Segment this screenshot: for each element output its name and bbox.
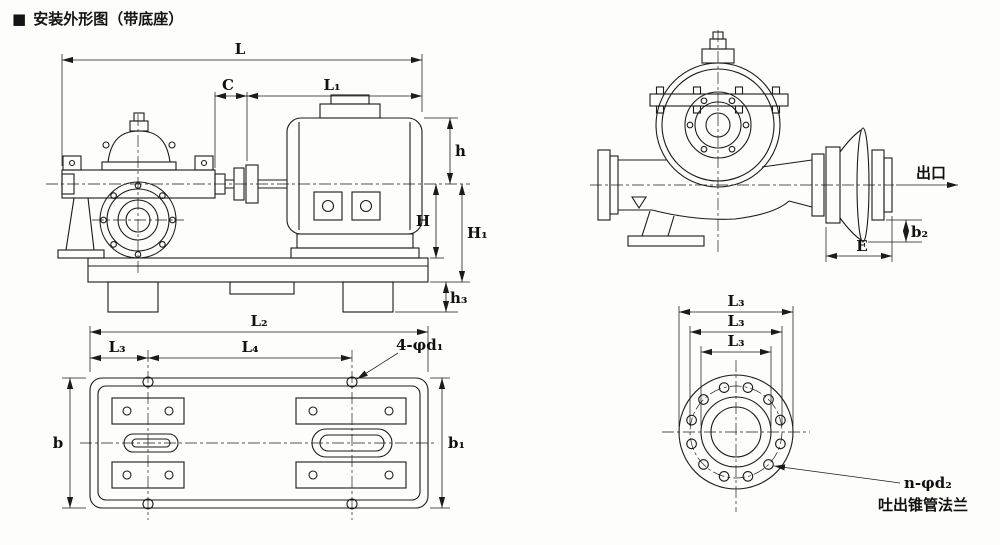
title-bullet-icon: ■ bbox=[12, 9, 27, 28]
dim-label-C: C bbox=[222, 76, 234, 94]
flange-bore bbox=[710, 406, 762, 458]
motor-mounting-pads bbox=[295, 397, 407, 489]
drawing-title: ■ 安装外形图（带底座） bbox=[12, 8, 183, 29]
anchor-hole bbox=[142, 498, 154, 510]
bolt-holes-leader bbox=[773, 464, 901, 484]
flange-view: L₃ L₃ L₃ n-φd₂ 吐出锥管法兰 bbox=[662, 292, 968, 514]
terminal-box bbox=[319, 103, 381, 119]
flange-dimensions: L₃ L₃ L₃ n-φd₂ 吐出锥管法兰 bbox=[678, 292, 968, 514]
dim-label-b1: b₁ bbox=[448, 434, 465, 452]
pump-casing-end bbox=[649, 31, 789, 188]
split-casing-flange bbox=[649, 93, 789, 107]
dim-label-L2: L₂ bbox=[250, 312, 267, 330]
plan-view: L₂ L₃ L₄ 4-φd₁ b b₁ bbox=[53, 312, 465, 520]
dim-label-E: E bbox=[856, 237, 867, 255]
support-foot bbox=[627, 196, 705, 247]
flange-caption: 吐出锥管法兰 bbox=[878, 496, 968, 514]
anchor-hole bbox=[346, 498, 358, 510]
anchor-hole bbox=[346, 376, 358, 388]
anchor-hole bbox=[142, 376, 154, 388]
dim-label-L4: L₄ bbox=[241, 338, 259, 356]
title-text: 安装外形图（带底座） bbox=[33, 10, 184, 28]
end-view-dimensions: 出口 b₂ E bbox=[825, 164, 958, 262]
dim-label-b: b bbox=[53, 434, 64, 452]
base-slots bbox=[123, 428, 393, 458]
motor-side bbox=[286, 94, 423, 259]
side-view-dimensions: L C L₁ h H H₁ h₃ bbox=[61, 40, 488, 313]
suction-pipe bbox=[597, 149, 790, 221]
suction-flange-bolts bbox=[100, 182, 176, 258]
dim-label-h: h bbox=[455, 142, 466, 160]
pump-side bbox=[57, 112, 226, 259]
side-view: L C L₁ h H H₁ h₃ bbox=[46, 40, 488, 313]
dim-label-H1: H₁ bbox=[467, 224, 488, 242]
dim-label-L: L bbox=[235, 40, 246, 58]
dim-label-b2: b₂ bbox=[911, 223, 928, 241]
level-mark bbox=[630, 196, 648, 210]
end-view: 出口 b₂ E bbox=[590, 30, 958, 262]
cone-bell-rim bbox=[856, 127, 870, 243]
valve-dome bbox=[107, 130, 171, 163]
dim-label-L1: L₁ bbox=[323, 76, 340, 94]
dim-label-flange-face: L₃ bbox=[727, 332, 744, 350]
discharge-cone bbox=[761, 127, 893, 243]
dim-label-flange-holes: n-φd₂ bbox=[904, 474, 952, 492]
coupling bbox=[225, 164, 287, 204]
dim-label-L3: L₃ bbox=[108, 338, 125, 356]
anchor-holes-leader bbox=[356, 352, 399, 380]
flange-bolt-holes bbox=[686, 382, 786, 482]
dim-label-anchor-holes: 4-φd₁ bbox=[396, 336, 443, 354]
dim-label-flange-outer: L₃ bbox=[727, 292, 744, 310]
dim-label-h3: h₃ bbox=[450, 289, 467, 307]
baseplate-side bbox=[87, 257, 429, 313]
plan-view-dimensions: L₂ L₃ L₄ 4-φd₁ b b₁ bbox=[53, 312, 465, 509]
dim-label-H: H bbox=[416, 212, 430, 230]
outlet-label: 出口 bbox=[916, 164, 946, 182]
flange-outer-circle bbox=[678, 374, 794, 490]
baseplate-plan bbox=[89, 376, 429, 510]
dim-label-flange-bolt-circle: L₃ bbox=[727, 312, 744, 330]
pump-mounting-pads bbox=[111, 397, 185, 489]
bolt-circle bbox=[689, 385, 783, 479]
